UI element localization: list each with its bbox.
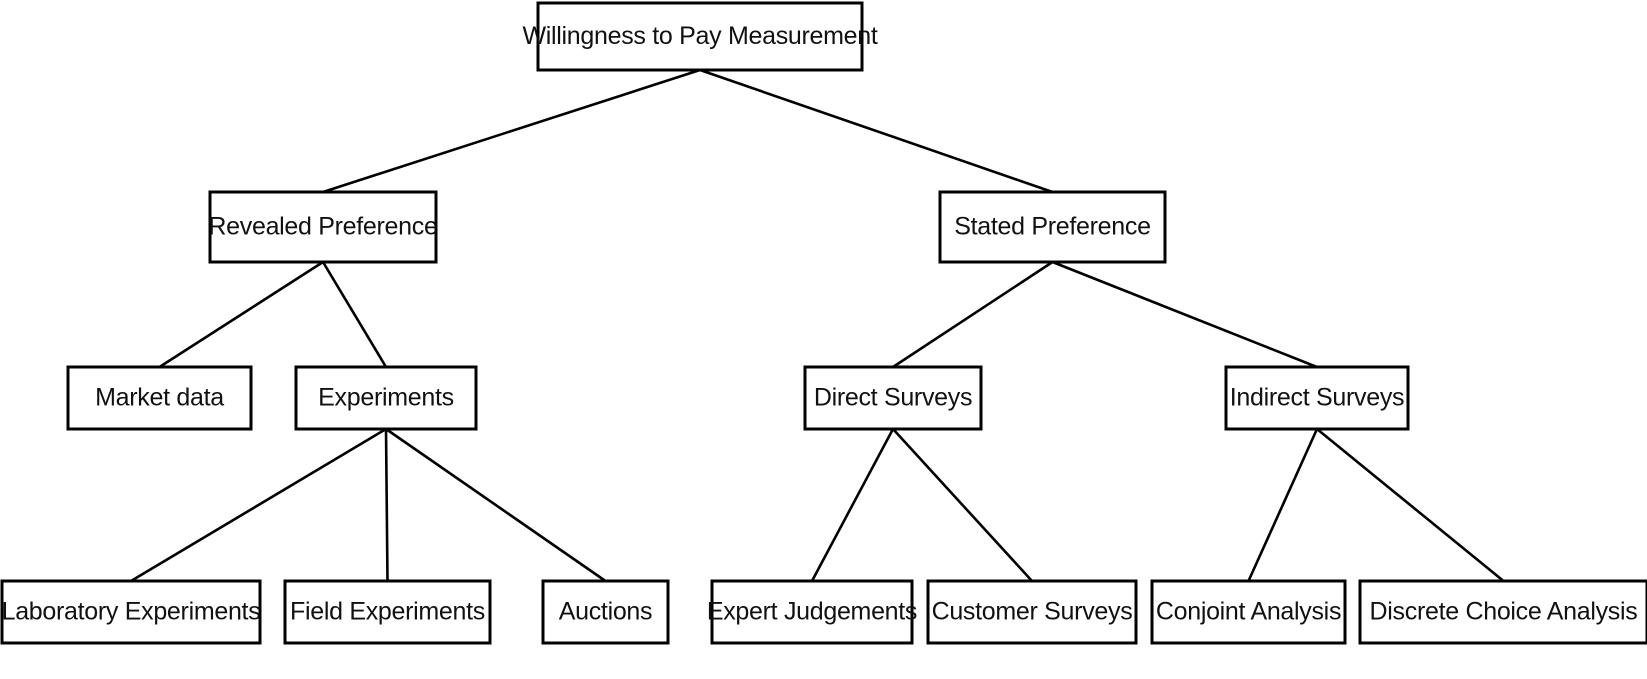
tree-edge-indirect-surveys-to-discrete-choice-analysis (1316, 427, 1505, 583)
node-label-auctions: Auctions (559, 598, 653, 626)
node-label-revealed: Revealed Preference (208, 213, 437, 241)
node-box-direct-surveys (803, 365, 983, 431)
node-label-customer-surveys: Customer Surveys (932, 598, 1133, 626)
node-label-market-data: Market data (95, 384, 224, 412)
tree-node-root[interactable]: Willingness to Pay Measurement (522, 1, 878, 72)
tree-node-auctions[interactable]: Auctions (541, 579, 670, 645)
tree-edge-direct-surveys-to-expert-judgements (810, 428, 895, 582)
tree-edge-indirect-surveys-to-conjoint-analysis (1247, 428, 1319, 582)
tree-node-revealed[interactable]: Revealed Preference (208, 190, 438, 264)
node-box-revealed (208, 190, 438, 264)
tree-node-laboratory-experiments[interactable]: Laboratory Experiments (0, 579, 262, 645)
node-box-field-experiments (283, 579, 492, 645)
node-box-expert-judgements (710, 579, 914, 645)
tree-edge-root-to-stated (699, 68, 1053, 194)
node-label-stated: Stated Preference (954, 213, 1150, 241)
tree-node-indirect-surveys[interactable]: Indirect Surveys (1224, 365, 1410, 431)
node-box-laboratory-experiments (0, 579, 262, 645)
tree-node-field-experiments[interactable]: Field Experiments (283, 579, 492, 645)
tree-edge-experiments-to-laboratory-experiments (130, 427, 387, 583)
node-label-field-experiments: Field Experiments (290, 598, 485, 626)
tree-edge-revealed-to-experiments (321, 261, 388, 368)
node-label-experiments: Experiments (318, 384, 454, 412)
tree-edge-root-to-revealed (322, 68, 701, 194)
node-label-conjoint-analysis: Conjoint Analysis (1156, 598, 1341, 626)
node-box-stated (938, 190, 1167, 264)
node-box-customer-surveys (926, 579, 1138, 645)
node-box-conjoint-analysis (1150, 579, 1347, 645)
tree-edge-stated-to-direct-surveys (892, 260, 1054, 369)
tree-node-customer-surveys[interactable]: Customer Surveys (926, 579, 1138, 645)
node-label-discrete-choice-analysis: Discrete Choice Analysis (1370, 598, 1638, 626)
tree-node-market-data[interactable]: Market data (66, 365, 253, 431)
tree-edge-direct-surveys-to-customer-surveys (892, 428, 1033, 582)
node-label-root: Willingness to Pay Measurement (522, 22, 877, 50)
tree-edge-experiments-to-field-experiments (384, 428, 389, 582)
node-box-indirect-surveys (1224, 365, 1410, 431)
tree-edge-experiments-to-auctions (385, 427, 607, 583)
tree-node-direct-surveys[interactable]: Direct Surveys (803, 365, 983, 431)
tree-node-discrete-choice-analysis[interactable]: Discrete Choice Analysis (1358, 579, 1647, 645)
tree-node-experiments[interactable]: Experiments (294, 365, 478, 431)
node-box-root (536, 1, 864, 72)
node-box-market-data (66, 365, 253, 431)
node-box-experiments (294, 365, 478, 431)
node-label-indirect-surveys: Indirect Surveys (1230, 384, 1404, 412)
tree-node-expert-judgements[interactable]: Expert Judgements (707, 579, 917, 645)
tree-node-conjoint-analysis[interactable]: Conjoint Analysis (1150, 579, 1347, 645)
node-box-auctions (541, 579, 670, 645)
node-box-discrete-choice-analysis (1358, 579, 1647, 645)
node-label-expert-judgements: Expert Judgements (707, 598, 917, 626)
tree-edge-revealed-to-market-data (158, 260, 324, 369)
node-label-laboratory-experiments: Laboratory Experiments (2, 598, 261, 626)
node-label-direct-surveys: Direct Surveys (814, 384, 972, 412)
edges-layer (130, 68, 1505, 583)
tree-edge-stated-to-indirect-surveys (1052, 260, 1318, 369)
tree-node-stated[interactable]: Stated Preference (938, 190, 1167, 264)
